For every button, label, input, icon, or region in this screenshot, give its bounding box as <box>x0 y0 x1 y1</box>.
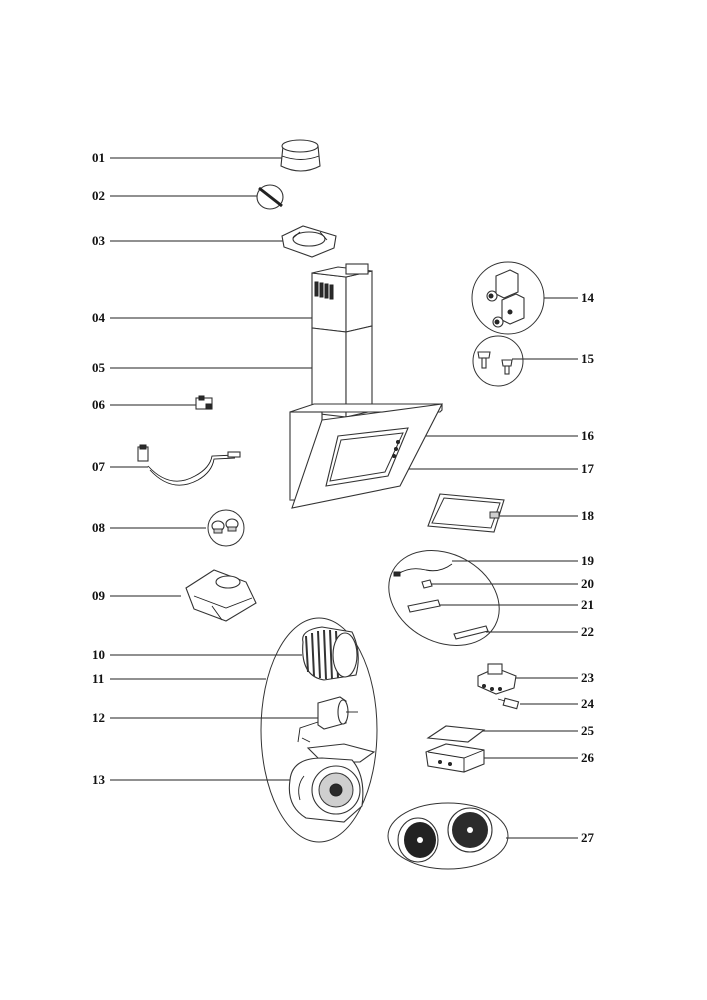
label-11: 11 <box>92 671 105 686</box>
part-19-22-lighting-group <box>388 550 500 646</box>
label-16: 16 <box>581 428 594 443</box>
part-06-switch <box>195 395 213 410</box>
label-23: 23 <box>581 670 594 685</box>
label-14: 14 <box>581 290 594 305</box>
part-13-blower-housing <box>288 743 376 823</box>
label-15: 15 <box>581 351 594 366</box>
part-08-lamps <box>207 509 245 547</box>
part-24-capacitor <box>497 697 520 710</box>
label-08: 08 <box>92 520 105 535</box>
label-24: 24 <box>581 696 594 711</box>
label-01: 01 <box>92 150 105 165</box>
label-25: 25 <box>581 723 594 738</box>
part-09-motor-bracket <box>185 569 257 622</box>
label-04: 04 <box>92 310 105 325</box>
label-07: 07 <box>92 459 105 474</box>
part-19-wire <box>393 563 453 577</box>
label-05: 05 <box>92 360 105 375</box>
part-26-box <box>425 743 485 773</box>
part-21-board <box>407 599 441 613</box>
part-20-clip <box>421 579 433 589</box>
label-06: 06 <box>92 397 105 412</box>
label-21: 21 <box>581 597 594 612</box>
label-09: 09 <box>92 588 105 603</box>
part-11-motor-assembly <box>260 617 378 843</box>
leader-lines <box>110 157 578 839</box>
label-10: 10 <box>92 647 105 662</box>
part-02-flap-valve <box>256 184 284 210</box>
label-13: 13 <box>92 772 105 787</box>
label-18: 18 <box>581 508 594 523</box>
label-27: 27 <box>581 830 594 845</box>
part-14-clips <box>471 261 545 335</box>
part-15-screws <box>472 335 524 387</box>
part-07-cable <box>137 444 241 486</box>
part-22-led-strip <box>453 625 489 640</box>
label-20: 20 <box>581 576 594 591</box>
label-26: 26 <box>581 750 594 765</box>
label-19: 19 <box>581 553 594 568</box>
label-17: 17 <box>581 461 594 476</box>
part-12-motor <box>297 696 358 743</box>
part-17-glass-panel <box>325 427 409 487</box>
label-03: 03 <box>92 233 105 248</box>
part-04-upper-chimney <box>311 263 373 333</box>
part-03-adapter-plate <box>281 225 337 258</box>
part-25-box-cover <box>426 725 486 743</box>
label-02: 02 <box>92 188 105 203</box>
part-27-carbon-filters <box>387 802 509 870</box>
label-12: 12 <box>92 710 105 725</box>
part-05-lower-chimney <box>311 325 373 418</box>
label-22: 22 <box>581 624 594 639</box>
part-01-outlet-collar <box>280 139 321 172</box>
part-10-impeller <box>302 626 359 681</box>
part-18-grease-filter <box>427 493 505 533</box>
part-23-control-box <box>477 663 517 695</box>
